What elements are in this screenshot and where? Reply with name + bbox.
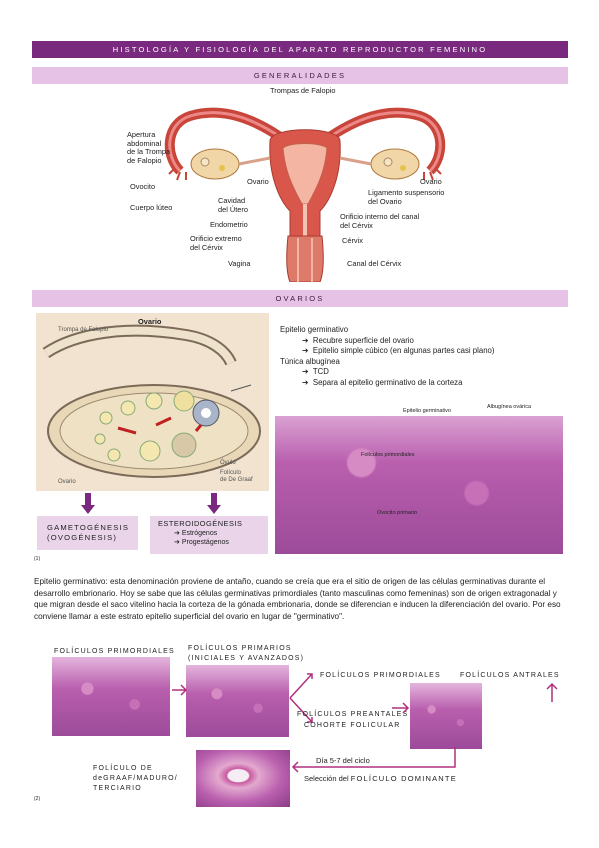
arrow-to-antrales-right-icon bbox=[392, 702, 410, 714]
label-vagina: Vagina bbox=[228, 259, 251, 268]
section-generalidades: GENERALIDADES bbox=[32, 67, 568, 84]
down-arrow-icon bbox=[207, 505, 221, 514]
ovary-label-ovulo: Óvulo bbox=[220, 460, 236, 466]
arrow-stem-left bbox=[85, 493, 91, 505]
epitelio-heading: Epitelio germinativo bbox=[280, 325, 349, 334]
tunica-heading: Túnica albugínea bbox=[280, 356, 340, 366]
return-arrow-icon bbox=[291, 747, 456, 773]
page-title: HISTOLOGÍA Y FISIOLOGÍA DEL APARATO REPR… bbox=[32, 41, 568, 58]
uterus-illustration bbox=[164, 107, 446, 283]
ref-2: (2) bbox=[34, 796, 41, 802]
histo-label-ovocito: Ovocito primario bbox=[377, 510, 418, 516]
ovary-diagram: Ovario Trompa de Falopio Ovario Óvulo Fo… bbox=[36, 313, 269, 491]
down-arrow-icon bbox=[81, 505, 95, 514]
ref-1: (1) bbox=[34, 556, 41, 562]
label-ovario-left: Ovario bbox=[247, 177, 269, 186]
primordiales-micrograph bbox=[52, 657, 170, 736]
primarios-micrograph bbox=[186, 665, 289, 737]
ovary-illustration bbox=[42, 324, 261, 478]
tunica-item-2: ➔ Separa al epitelio germinativo de la c… bbox=[302, 377, 463, 387]
label-canal-cervix: Canal del Cérvix bbox=[347, 259, 402, 268]
arrow-to-antrales-icon bbox=[546, 682, 558, 702]
label-primordiales-top: FOLÍCULOS PRIMORDIALES bbox=[54, 648, 175, 655]
label-degraaf: FOLÍCULO DE deGRAAF/MADURO/ TERCIARIO bbox=[93, 765, 178, 792]
ovary-label-trompa: Trompa de Falopio bbox=[58, 327, 109, 333]
epitelio-paragraph: Epitelio germinativo: esta denominación … bbox=[34, 577, 561, 621]
label-primordiales-mid: FOLÍCULOS PRIMORDIALES bbox=[320, 672, 441, 679]
tunica-item-1: ➔ TCD bbox=[302, 367, 329, 376]
esteroidogenesis-box: ESTEROIDOGÉNESIS ➔ Estrógenos ➔ Progestá… bbox=[150, 516, 268, 554]
estrogenos-item: ➔ Estrógenos bbox=[174, 530, 218, 537]
ovary-diagram-title: Ovario bbox=[138, 317, 162, 326]
label-cohorte: COHORTE FOLICULAR bbox=[304, 722, 401, 729]
section-ovarios: OVARIOS bbox=[32, 290, 568, 307]
label-dia: Día 5-7 del ciclo bbox=[316, 756, 370, 765]
label-trompas: Trompas de Falopio bbox=[270, 86, 336, 95]
label-antrales: FOLÍCULOS ANTRALES bbox=[460, 672, 560, 679]
label-ovocito: Ovocito bbox=[130, 182, 156, 191]
label-cervix: Cérvix bbox=[342, 236, 363, 245]
histology-micrograph: Epitelio germinativo Albugínea ovárica F… bbox=[275, 402, 563, 554]
progestagenos-item: ➔ Progestágenos bbox=[174, 539, 229, 546]
branch-arrows-icon bbox=[289, 673, 313, 723]
histo-label-epitelio: Epitelio germinativo bbox=[403, 408, 451, 414]
label-preantales: FOLÍCULOS PREANTALES bbox=[297, 711, 409, 718]
epitelio-item-2: ➔ Epitelio simple cúbico (en algunas par… bbox=[302, 346, 495, 355]
label-endometrio: Endometrio bbox=[210, 220, 248, 229]
epitelio-list: Epitelio germinativo ➔ Recubre superfici… bbox=[280, 325, 580, 388]
gametogenesis-box: GAMETOGÉNESIS (OVOGÉNESIS) bbox=[37, 516, 138, 550]
ovary-label-ovario: Ovario bbox=[58, 479, 76, 485]
label-seleccion: Selección del FOLÍCULO DOMINANTE bbox=[304, 774, 457, 783]
arrow-stem-right bbox=[211, 493, 217, 505]
label-cuerpo-luteo: Cuerpo lúteo bbox=[130, 203, 173, 212]
antrales-micrograph bbox=[410, 683, 482, 749]
histo-label-albuginea: Albugínea ovárica bbox=[487, 404, 532, 410]
histo-label-primordiales: Folículos primordiales bbox=[361, 452, 415, 458]
epitelio-item-1: ➔ Recubre superficie del ovario bbox=[302, 335, 414, 345]
degraaf-micrograph bbox=[196, 750, 290, 807]
arrow-right-icon bbox=[172, 684, 188, 696]
label-ovario-right: Ovario bbox=[420, 177, 442, 186]
label-primarios-sub: (INICIALES Y AVANZADOS) bbox=[188, 655, 305, 662]
label-primarios: FOLÍCULOS PRIMARIOS bbox=[188, 645, 292, 652]
